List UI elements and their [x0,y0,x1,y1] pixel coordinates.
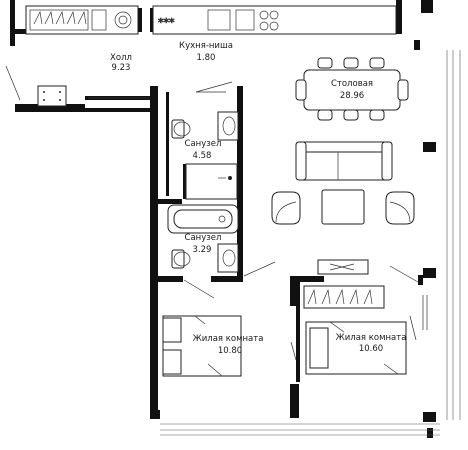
dining-furniture [243,57,419,283]
bedroom-1-name: Жилая комната [193,334,264,344]
bathroom-2-area: 3.29 [193,245,212,255]
bedroom-1-furniture [162,279,242,377]
windows [160,50,461,436]
room-labels: Холл 9.23 Кухня-ниша 1.80 Столовая 28.96… [110,41,406,356]
kitchen-area: 1.80 [197,53,216,63]
bathroom-1-fixtures [171,81,239,200]
dining-area: 28.96 [340,91,364,101]
bedroom-1-area: 10.80 [218,346,242,356]
bathroom-1-name: Санузел [185,139,222,149]
kitchen-name: Кухня-ниша [179,41,233,51]
bedroom-2-furniture [290,285,417,375]
bedroom-2-area: 10.60 [359,344,383,354]
bathroom-2-fixtures [167,204,239,273]
bathroom-2-name: Санузел [185,233,222,243]
bathroom-1-area: 4.58 [193,151,212,161]
hall-furniture [5,65,150,107]
svg-text:***: *** [158,16,175,29]
kitchen-counter: *** [25,5,397,35]
hall-name: Холл [110,53,132,63]
hall-area: 9.23 [112,63,131,73]
bedroom-2-name: Жилая комната [336,333,407,343]
dining-name: Столовая [331,79,373,89]
